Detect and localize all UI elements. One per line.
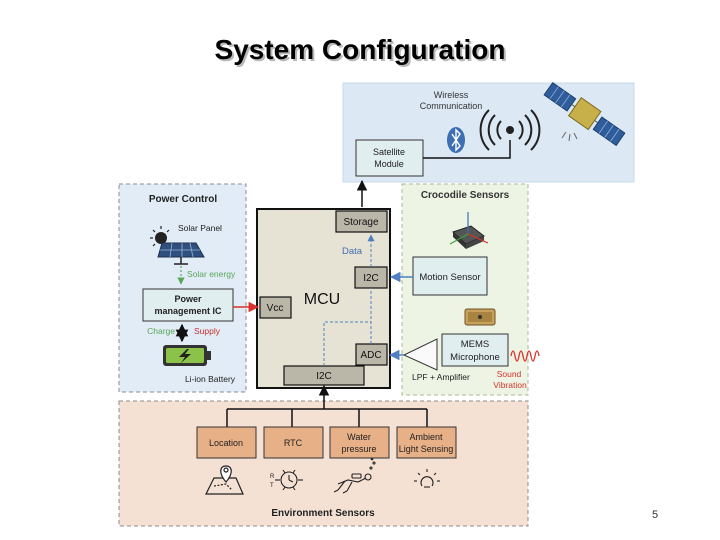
location-box: Location <box>196 426 257 459</box>
mems-chip-icon <box>464 308 496 326</box>
data-label: Data <box>342 246 363 257</box>
antenna-icon <box>479 109 541 151</box>
env-bus-lines <box>226 408 428 427</box>
mems-label-line2: Microphone <box>450 352 500 363</box>
page-number: 5 <box>652 509 659 521</box>
ambient-light-label: Ambient <box>409 432 443 442</box>
vibration-label: Vibration <box>493 380 527 390</box>
bluetooth-icon <box>447 127 465 153</box>
rtc-icon-r: R <box>270 474 275 480</box>
satellite-icon <box>543 81 626 147</box>
amplifier-triangle-icon <box>402 338 438 371</box>
water-pressure-box: Water pressure <box>329 426 390 459</box>
location-label: Location <box>209 438 243 448</box>
wireless-label: Wireless <box>434 90 469 100</box>
solar-panel-label: Solar Panel <box>178 223 222 233</box>
storage-block <box>335 210 388 233</box>
i2c-bottom-label: I2C <box>316 371 332 382</box>
i2c-right-label: I2C <box>363 273 379 284</box>
clock-icon <box>275 469 303 491</box>
sound-wave-icon <box>510 350 540 362</box>
satellite-module-box: Satellite Module <box>355 139 424 177</box>
pmic-label-line2: management IC <box>154 306 222 316</box>
satellite-module-label: Satellite <box>373 147 405 157</box>
battery-icon <box>163 345 211 366</box>
pmic-box: Power management IC <box>142 288 234 322</box>
slide-title: System Configuration <box>214 34 506 65</box>
adc-label: ADC <box>360 350 381 361</box>
rtc-icon-t: T <box>270 483 274 489</box>
storage-label: Storage <box>343 217 378 228</box>
mcu-block: MCU Storage I2C Vcc ADC I2C Data <box>256 208 391 389</box>
light-sensor-icon <box>414 469 440 488</box>
wireless-panel: Wireless Communication Satellite Module <box>342 81 635 183</box>
environment-sensors-title: Environment Sensors <box>271 508 375 519</box>
lpf-amplifier-label: LPF + Amplifier <box>412 372 470 382</box>
motion-sensor-label: Motion Sensor <box>419 272 480 283</box>
power-control-title: Power Control <box>149 194 218 205</box>
battery-label: Li-ion Battery <box>185 374 236 384</box>
vcc-label: Vcc <box>267 303 284 314</box>
rtc-label: RTC <box>284 438 303 448</box>
mems-label: MEMS <box>461 339 490 350</box>
power-control-panel: Power Control Solar Panel Solar energy P… <box>118 183 247 393</box>
water-pressure-label-line2: pressure <box>341 444 376 454</box>
crocodile-sensors-title: Crocodile Sensors <box>421 190 510 201</box>
ambient-light-label-line2: Light Sensing <box>399 444 454 454</box>
wireless-label-line2: Communication <box>420 101 483 111</box>
environment-sensors-panel: Location RTC Water pressure Ambient Ligh… <box>118 384 529 527</box>
solar-energy-label: Solar energy <box>187 269 236 279</box>
map-pin-icon <box>205 465 244 495</box>
diver-icon <box>333 457 376 494</box>
mcu-title: MCU <box>304 291 340 308</box>
crocodile-sensors-panel: Crocodile Sensors Motion Sensor MEMS Mic… <box>401 183 529 396</box>
water-pressure-label: Water <box>347 432 371 442</box>
motion-chip-icon <box>449 212 489 249</box>
solar-panel-icon <box>150 226 205 265</box>
pmic-label: Power <box>174 294 202 304</box>
satellite-module-label-line2: Module <box>374 159 404 169</box>
vcc-block <box>259 296 292 319</box>
motion-sensor-box: Motion Sensor <box>412 256 488 296</box>
charge-label: Charge <box>147 326 175 336</box>
rtc-box: RTC <box>263 426 324 459</box>
sound-label: Sound <box>497 369 522 379</box>
supply-label: Supply <box>194 326 221 336</box>
antenna-link-line <box>423 140 511 159</box>
mems-microphone-box: MEMS Microphone <box>441 333 509 367</box>
ambient-light-box: Ambient Light Sensing <box>396 426 457 459</box>
internal-data-path <box>323 236 372 366</box>
